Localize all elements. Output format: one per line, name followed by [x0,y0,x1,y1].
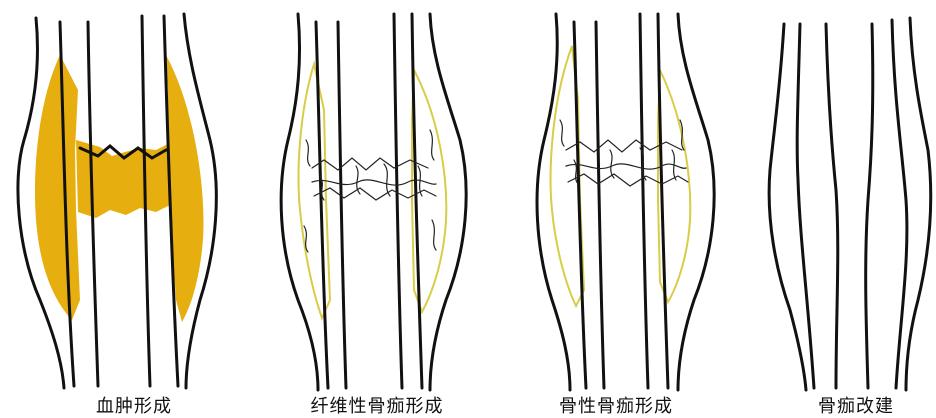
hematoma-left [35,55,80,320]
periosteum-right [906,18,931,390]
stage-label-bony-callus: 骨性骨痂形成 [496,392,736,418]
cortex-left-inner [826,24,838,388]
cortex-right-inner [866,24,873,388]
cortex-left-inner [338,22,346,388]
periosteum-right [678,14,714,390]
cortex-right-outer [892,20,907,388]
periosteum-right [430,14,466,390]
cortex-left-inner [596,22,604,388]
cortex-right-outer [658,14,668,388]
stage-bony-callus [537,14,714,390]
stage-fibrous-callus [281,14,466,390]
cortex-left-outer [797,24,814,388]
stage-label-hematoma: 血肿形成 [14,392,254,418]
stage-label-fibrous-callus: 纤维性骨痂形成 [257,392,497,418]
stage-label-remodeling: 骨痂改建 [736,392,936,418]
cortex-right-inner [394,14,402,388]
cortex-right-outer [412,14,422,388]
stage-hematoma [18,14,216,388]
cortex-left-outer [574,22,586,388]
stage-remodeling [769,18,931,390]
cortex-right-inner [640,14,648,388]
